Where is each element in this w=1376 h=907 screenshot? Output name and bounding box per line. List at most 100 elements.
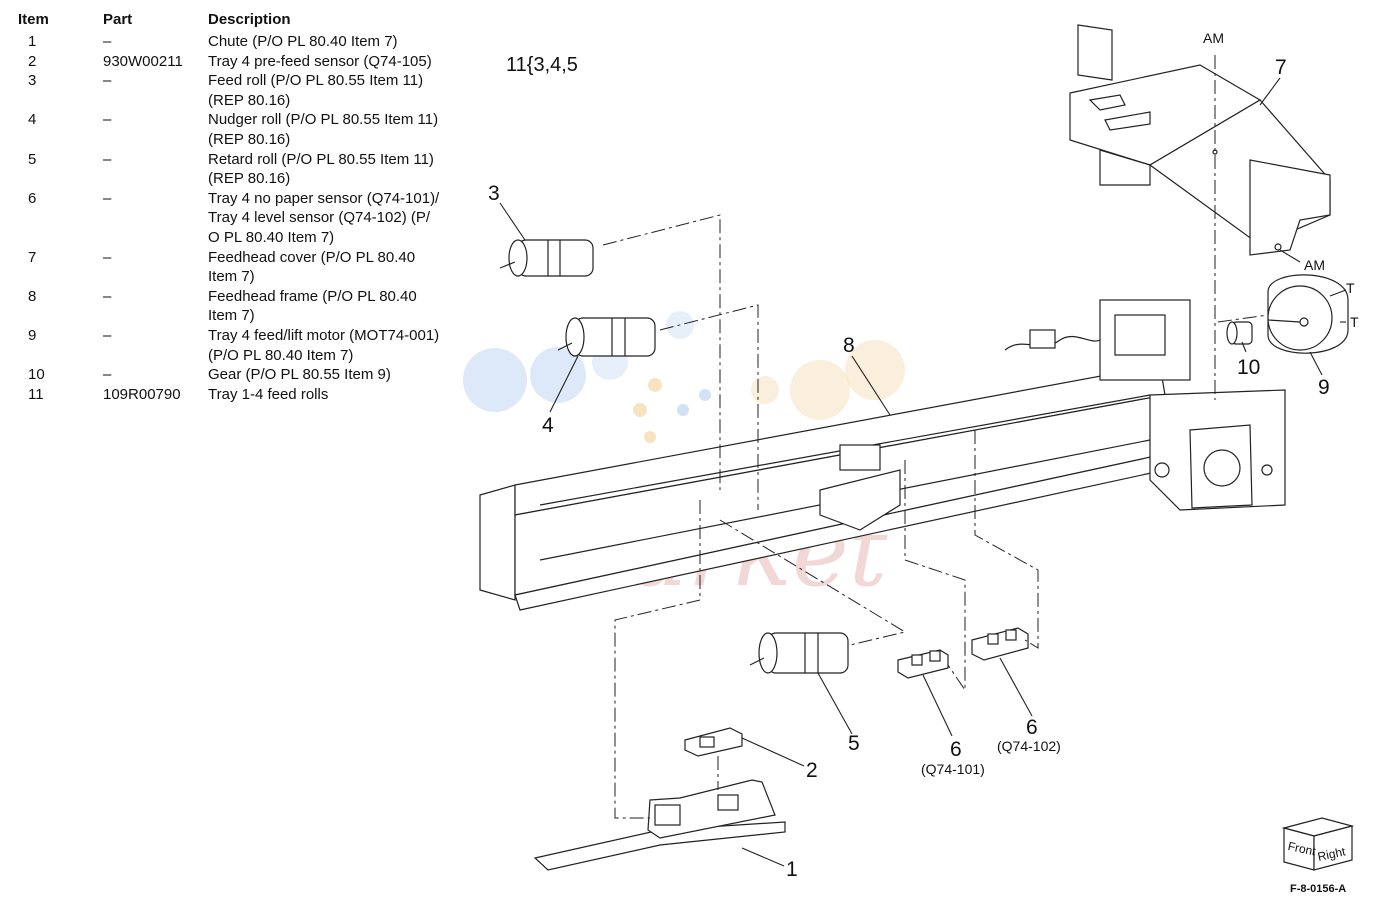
description-line: (P/O PL 80.40 Item 7) xyxy=(208,346,354,364)
callout-6-no-paper-id: (Q74-101) xyxy=(921,761,985,777)
description-line: Tray 4 pre-feed sensor (Q74-105) xyxy=(208,52,432,70)
item-number: 1 xyxy=(28,33,37,50)
part-number: – xyxy=(103,33,112,50)
part-description: Nudger roll (P/O PL 80.55 Item 11)(REP 8… xyxy=(208,110,458,149)
callouts: 3 4 5 2 1 6 (Q74-101) 6 (Q74-102) 8 7 9 … xyxy=(488,30,1359,881)
description-line: Nudger roll (P/O PL 80.55 Item 11) xyxy=(208,111,439,129)
table-row: 1 – Chute (P/O PL 80.40 Item 7) xyxy=(14,32,458,52)
header-part: Part xyxy=(103,11,133,29)
description-line: O PL 80.40 Item 7) xyxy=(208,228,335,246)
callout-9: 9 xyxy=(1318,376,1330,399)
header-item: Item xyxy=(18,11,49,29)
callout-1: 1 xyxy=(786,858,798,881)
description-line: Tray 1-4 feed rolls xyxy=(208,385,329,403)
description-line: Feedhead cover (P/O PL 80.40 xyxy=(208,248,416,266)
callout-4: 4 xyxy=(542,414,554,437)
part-number: – xyxy=(103,326,112,344)
item-number: 7 xyxy=(28,248,37,266)
description-line: Chute (P/O PL 80.40 Item 7) xyxy=(208,33,398,50)
parts-table: Item Part Description 1 – Chute (P/O PL 80… xyxy=(14,10,458,404)
orientation-cube: Front Right xyxy=(1281,817,1355,871)
table-row: 5 – Retard roll (P/O PL 80.55 Item 11) (REP… xyxy=(14,150,458,189)
callout-6-no-paper: 6 xyxy=(950,738,962,761)
table-row: 10 – Gear (P/O PL 80.55 Item 9) xyxy=(14,365,458,385)
feed-roll-part-3 xyxy=(499,239,594,277)
cube-right-label: Right xyxy=(1316,844,1347,864)
feed-lift-motor-part-9 xyxy=(1267,274,1349,354)
part-number: – xyxy=(103,287,112,305)
part-number: – xyxy=(103,248,112,266)
item-number: 6 xyxy=(28,189,37,207)
callout-6-level: 6 xyxy=(1026,716,1038,739)
part-description: Tray 1-4 feed rolls xyxy=(208,385,458,405)
part-description: Tray 4 pre-feed sensor (Q74-105) xyxy=(208,52,458,72)
table-row: 6–Tray 4 no paper sensor (Q74-101)/Tray … xyxy=(14,189,458,248)
description-line: Item 7) xyxy=(208,307,255,325)
description-line: (REP 80.16) xyxy=(208,91,291,109)
callout-8: 8 xyxy=(843,334,855,357)
part-number: 109R00790 xyxy=(103,385,181,403)
item-number: 10 xyxy=(28,366,45,384)
item-number: 9 xyxy=(28,326,37,344)
callout-5: 5 xyxy=(848,732,860,755)
callout-6-level-id: (Q74-102) xyxy=(997,738,1061,754)
retard-roll-part-5 xyxy=(749,632,849,674)
item-number: 4 xyxy=(28,111,37,129)
part-number: 930W00211 xyxy=(103,52,183,70)
description-line: Retard roll (P/O PL 80.55 Item 11) xyxy=(208,150,434,168)
callout-2: 2 xyxy=(806,759,818,782)
description-line: Tray 4 level sensor (Q74-102) (P/ xyxy=(208,209,431,227)
item-number: 2 xyxy=(28,52,37,70)
part-number: – xyxy=(103,366,112,384)
description-line: (REP 80.16) xyxy=(208,130,291,148)
callout-t-upper: T xyxy=(1346,280,1355,296)
leader-lines xyxy=(499,77,1347,867)
cube-front-label: Front xyxy=(1287,839,1318,859)
part-description: Gear (P/O PL 80.55 Item 9) xyxy=(208,365,458,385)
table-row: 4 – Nudger roll (P/O PL 80.55 Item 11)(REP… xyxy=(14,110,458,149)
table-row: 2 930W00211 Tray 4 pre-feed sensor (Q74-10… xyxy=(14,52,458,72)
part-description: Tray 4 no paper sensor (Q74-101)/ Tray 4 … xyxy=(208,189,458,248)
table-row: 3 – Feed roll (P/O PL 80.55 Item 11)(REP 8… xyxy=(14,71,458,110)
description-line: (REP 80.16) xyxy=(208,170,291,188)
callout-am-top: AM xyxy=(1203,30,1224,46)
item-number: 11 xyxy=(28,385,44,403)
figure-id: F-8-0156-A xyxy=(1290,883,1346,895)
level-sensor-part-6 xyxy=(971,627,1029,661)
part-number: – xyxy=(103,72,112,90)
feedhead-cover-part-7 xyxy=(1069,24,1331,256)
callout-3: 3 xyxy=(488,182,500,205)
callout-t-lower: T xyxy=(1350,314,1359,330)
description-line: Tray 4 no paper sensor (Q74-101)/ xyxy=(208,189,440,207)
part-number: – xyxy=(103,111,112,129)
description-line: Feedhead frame (P/O PL 80.40 xyxy=(208,287,417,305)
description-line: Gear (P/O PL 80.55 Item 9) xyxy=(208,366,391,384)
callout-am-side: AM xyxy=(1304,257,1325,273)
part-description: Feed roll (P/O PL 80.55 Item 11)(REP 80.… xyxy=(208,71,458,110)
table-header-row: Item Part Description xyxy=(14,10,458,32)
item-number: 3 xyxy=(28,72,37,90)
description-line: Feed roll (P/O PL 80.55 Item 11) xyxy=(208,72,424,90)
table-row: 9 – Tray 4 feed/lift motor (MOT74-001) (P/O… xyxy=(14,326,458,365)
pre-feed-sensor-part-2 xyxy=(684,727,743,757)
no-paper-sensor-part-6 xyxy=(897,649,949,679)
part-number: – xyxy=(103,150,112,168)
table-row: 11 109R00790 Tray 1-4 feed rolls xyxy=(14,385,458,405)
gear-part-10 xyxy=(1226,321,1253,345)
chute-part-1 xyxy=(533,779,786,871)
part-description: Retard roll (P/O PL 80.55 Item 11) (REP 8… xyxy=(208,150,458,189)
part-description: Chute (P/O PL 80.40 Item 7) xyxy=(208,32,458,52)
part-number: – xyxy=(103,189,112,207)
callout-7: 7 xyxy=(1275,56,1287,79)
description-line: Tray 4 feed/lift motor (MOT74-001) xyxy=(208,326,440,344)
callout-10: 10 xyxy=(1237,356,1260,379)
kit-label: 11{3,4,5 xyxy=(506,54,578,76)
item-number: 5 xyxy=(28,150,37,168)
header-description: Description xyxy=(208,11,291,29)
item-number: 8 xyxy=(28,287,37,305)
